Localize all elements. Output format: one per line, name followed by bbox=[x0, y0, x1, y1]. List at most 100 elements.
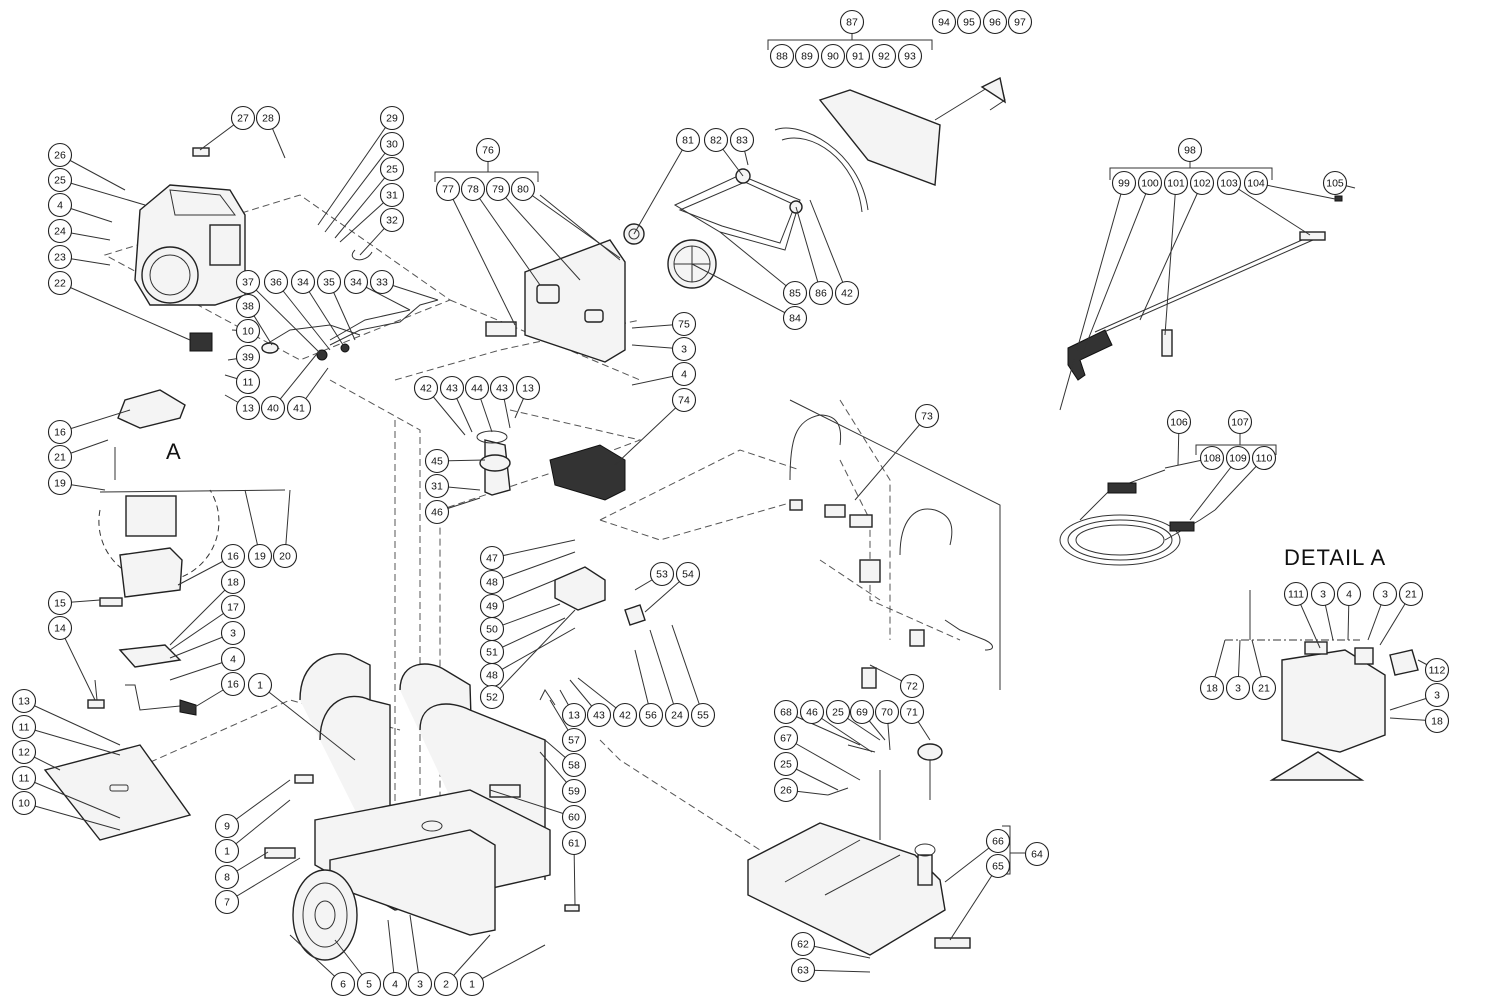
wheel bbox=[292, 774, 358, 961]
leader-line bbox=[59, 154, 126, 191]
callout-circle bbox=[1251, 445, 1277, 471]
part-callout-110: 110 bbox=[1251, 445, 1277, 471]
callout-number: 21 bbox=[1405, 589, 1417, 601]
part-callout-93: 93 bbox=[897, 43, 923, 69]
part-callout-23: 23 bbox=[47, 244, 73, 270]
part-callout-3: 3 bbox=[1310, 581, 1336, 607]
leader-line bbox=[1189, 457, 1239, 521]
callout-number: 3 bbox=[681, 344, 687, 356]
callout-number: 62 bbox=[797, 939, 809, 951]
callout-number: 35 bbox=[323, 277, 335, 289]
callout-number: 42 bbox=[420, 383, 432, 395]
part-callout-5: 5 bbox=[356, 971, 382, 997]
callout-number: 3 bbox=[1320, 589, 1326, 601]
part-callout-89: 89 bbox=[794, 43, 820, 69]
callout-circle bbox=[671, 311, 697, 337]
part-callout-19: 19 bbox=[47, 470, 73, 496]
callout-number: 12 bbox=[18, 747, 30, 759]
pump-assembly bbox=[476, 430, 626, 501]
callout-circle bbox=[263, 269, 289, 295]
callout-circle bbox=[671, 336, 697, 362]
part-callout-82: 82 bbox=[703, 127, 729, 153]
part-callout-36: 36 bbox=[263, 269, 289, 295]
callout-circle bbox=[356, 971, 382, 997]
callout-number: 76 bbox=[482, 145, 494, 157]
callout-circle bbox=[1424, 708, 1450, 734]
part-callout-91: 91 bbox=[845, 43, 871, 69]
callout-number: 100 bbox=[1141, 178, 1159, 190]
callout-number: 39 bbox=[242, 352, 254, 364]
part-callout-13: 13 bbox=[11, 688, 37, 714]
leader-line bbox=[247, 281, 323, 356]
callout-number: 41 bbox=[293, 403, 305, 415]
part-callout-112: 112 bbox=[1424, 657, 1450, 683]
part-callout-64: 64 bbox=[1024, 841, 1050, 867]
callout-circle bbox=[1163, 170, 1189, 196]
part-callout-55: 55 bbox=[690, 702, 716, 728]
part-callout-16: 16 bbox=[220, 543, 246, 569]
callout-circle bbox=[379, 131, 405, 157]
callout-circle bbox=[794, 43, 820, 69]
leader-line bbox=[226, 779, 291, 827]
callout-circle bbox=[586, 702, 612, 728]
callout-number: 17 bbox=[227, 602, 239, 614]
callout-number: 11 bbox=[19, 773, 30, 785]
leader-line bbox=[719, 231, 796, 294]
callout-number: 53 bbox=[656, 569, 668, 581]
callout-circle bbox=[1372, 581, 1398, 607]
callout-circle bbox=[479, 684, 505, 710]
callout-number: 8 bbox=[224, 872, 230, 884]
part-callout-18: 18 bbox=[1424, 708, 1450, 734]
spray-gun-lance bbox=[1067, 195, 1343, 381]
leader-line bbox=[491, 539, 576, 559]
callout-circle bbox=[343, 269, 369, 295]
callout-circle bbox=[871, 43, 897, 69]
hose-coil bbox=[1059, 469, 1216, 566]
callout-circle bbox=[220, 646, 246, 672]
battery-assembly bbox=[98, 389, 286, 716]
callout-number: 91 bbox=[852, 51, 864, 63]
callout-number: 82 bbox=[710, 135, 722, 147]
callout-circle bbox=[1189, 170, 1215, 196]
leader-line bbox=[491, 603, 561, 630]
callout-number: 11 bbox=[19, 722, 30, 734]
callout-circle bbox=[773, 725, 799, 751]
callout-number: 19 bbox=[54, 478, 66, 490]
part-callout-88: 88 bbox=[769, 43, 795, 69]
callout-circle bbox=[1243, 170, 1269, 196]
part-callout-12: 12 bbox=[11, 739, 37, 765]
leader-line bbox=[226, 857, 301, 903]
part-callout-49: 49 bbox=[479, 593, 505, 619]
part-callout-6: 6 bbox=[330, 971, 356, 997]
callout-circle bbox=[439, 375, 465, 401]
callout-number: 18 bbox=[1431, 716, 1443, 728]
callout-number: 109 bbox=[1229, 453, 1247, 465]
part-callout-105: 105 bbox=[1322, 170, 1348, 196]
part-callout-42: 42 bbox=[413, 375, 439, 401]
detail-marker-label: A bbox=[166, 439, 181, 464]
callout-number: 80 bbox=[517, 184, 529, 196]
part-callout-9: 9 bbox=[214, 813, 240, 839]
part-callout-70: 70 bbox=[874, 699, 900, 725]
part-callout-26: 26 bbox=[47, 142, 73, 168]
callout-circle bbox=[47, 470, 73, 496]
leader-line bbox=[949, 865, 999, 941]
callout-circle bbox=[235, 395, 261, 421]
callout-circle bbox=[47, 615, 73, 641]
callout-number: 63 bbox=[797, 965, 809, 977]
callout-number: 103 bbox=[1220, 178, 1238, 190]
callout-circle bbox=[220, 569, 246, 595]
part-callout-10: 10 bbox=[11, 790, 37, 816]
callout-circle bbox=[638, 702, 664, 728]
part-callout-106: 106 bbox=[1166, 409, 1192, 435]
part-callout-38: 38 bbox=[235, 293, 261, 319]
leader-line bbox=[1164, 182, 1177, 336]
leader-line bbox=[23, 777, 121, 819]
part-callout-16: 16 bbox=[47, 419, 73, 445]
callout-number: 19 bbox=[254, 551, 266, 563]
callout-circle bbox=[435, 176, 461, 202]
callout-circle bbox=[214, 864, 240, 890]
callout-number: 67 bbox=[780, 733, 792, 745]
callout-circle bbox=[11, 739, 37, 765]
